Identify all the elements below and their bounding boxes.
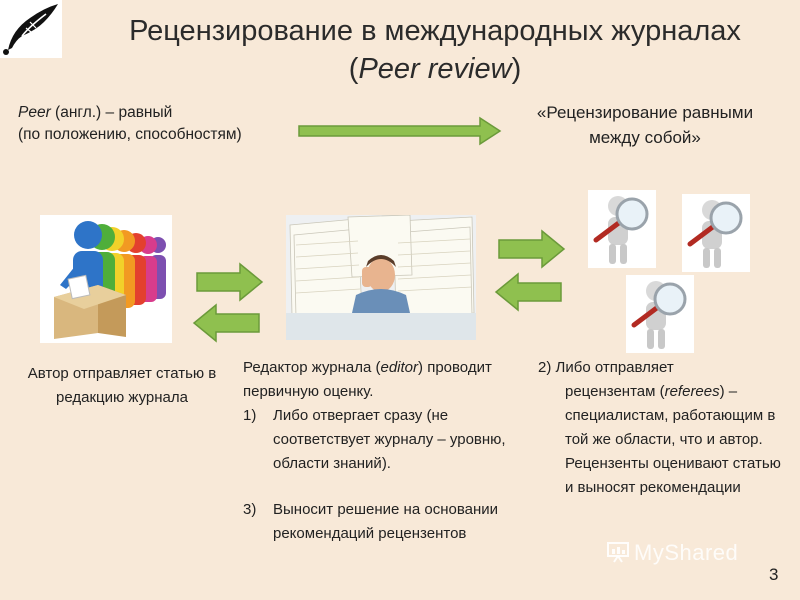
subtitle-term: Peer review xyxy=(358,53,512,85)
list-item-text: Выносит решение на основании рекомендаци… xyxy=(273,501,499,542)
list-item: 1) Либо отвергает сразу (не соответствует… xyxy=(243,404,513,476)
paper-stacks-icon xyxy=(286,215,476,340)
subtitle-close: ) xyxy=(511,53,522,85)
definition-term: Peer xyxy=(18,104,51,121)
watermark-text: MyShared xyxy=(634,540,739,565)
editor-figure xyxy=(352,255,410,313)
definition-line1-rest: (англ.) – равный xyxy=(50,104,173,121)
list-item-number: 3) xyxy=(243,501,257,518)
editor-options-list: 1) Либо отвергает сразу (не соответствует… xyxy=(243,404,513,546)
referees-caption: 2) Либо отправляет рецензентам (referees… xyxy=(538,356,781,500)
referees-term: referees xyxy=(664,383,720,400)
referee-illustration xyxy=(588,190,656,268)
arrow-to-author xyxy=(192,303,260,343)
editor-intro-b: ) проводит первичную оценку. xyxy=(243,359,492,400)
editor-intro: Редактор журнала (editor) проводит перви… xyxy=(243,356,513,404)
meaning-line2: между собой» xyxy=(589,128,701,147)
author-caption: Автор отправляет статью в редакцию журна… xyxy=(27,365,217,406)
magnifier-figure-icon xyxy=(687,200,743,268)
referees-first-line: 2) Либо отправляет xyxy=(538,359,674,376)
title-subtitle: (Peer review) xyxy=(70,50,800,88)
list-item: 3) Выносит решение на основании рекоменда… xyxy=(243,498,513,546)
definition-line2: (по положению, способностям) xyxy=(18,126,242,143)
quill-pen-icon xyxy=(3,4,58,55)
peer-meaning: «Рецензирование равными между собой» xyxy=(500,100,790,150)
editor-illustration xyxy=(286,215,476,340)
arrow-left-icon xyxy=(494,272,562,312)
arrow-left-icon xyxy=(192,303,260,343)
arrow-to-editor xyxy=(196,262,264,302)
presentation-icon xyxy=(606,541,630,563)
referees-rest-b: ) – специалистам, работающим в той же об… xyxy=(565,383,781,496)
people-queue-icon xyxy=(54,221,166,339)
definition-line1: Peer (англ.) – равный xyxy=(18,102,318,124)
arrow-to-editor-from-referees xyxy=(494,272,562,312)
magnifier-figure-icon xyxy=(593,196,649,264)
list-item-number: 1) xyxy=(243,407,257,424)
arrow-right-icon xyxy=(196,262,264,302)
watermark: MyShared xyxy=(606,540,738,566)
arrow-right-icon xyxy=(498,229,566,269)
quill-pen-logo xyxy=(0,0,62,58)
editor-caption: Редактор журнала (editor) проводит перви… xyxy=(243,356,513,546)
author-illustration xyxy=(40,215,172,343)
arrow-to-referees xyxy=(498,229,566,269)
page-title: Рецензирование в международных журналах … xyxy=(70,12,800,88)
ballot-box xyxy=(54,274,126,339)
peer-definition: Peer (англ.) – равный (по положению, спо… xyxy=(18,102,318,146)
editor-intro-a: Редактор журнала ( xyxy=(243,359,381,376)
page-number: 3 xyxy=(769,565,779,584)
list-item-text: Либо отвергает сразу (не соответствует ж… xyxy=(273,407,506,472)
referees-rest: рецензентам (referees) – специалистам, р… xyxy=(541,380,781,500)
arrow-right-icon xyxy=(298,116,502,146)
title-main: Рецензирование в международных журналах xyxy=(129,15,741,47)
referee-illustration xyxy=(682,194,750,272)
definition-arrow xyxy=(298,116,502,146)
subtitle-open: ( xyxy=(348,53,359,85)
editor-term: editor xyxy=(380,359,419,376)
referee-illustration xyxy=(626,275,694,353)
referees-rest-a: рецензентам ( xyxy=(565,383,665,400)
magnifier-figure-icon xyxy=(631,281,687,349)
meaning-line1: «Рецензирование равными xyxy=(536,103,754,122)
